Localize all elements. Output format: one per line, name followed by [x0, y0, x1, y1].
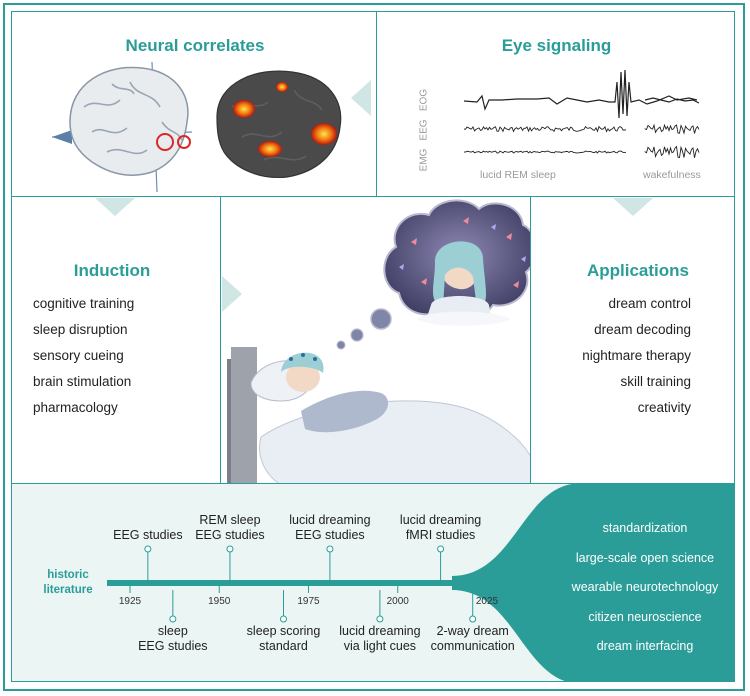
- sleeper-panel: [220, 196, 531, 484]
- emg-trace-wake: [644, 145, 700, 159]
- eeg-trace-rem: [463, 125, 627, 133]
- timeline-event-label: REM sleep EEG studies: [195, 513, 265, 542]
- event-marker: [437, 545, 445, 553]
- year-label: 1975: [297, 596, 320, 607]
- brain-illustrations: [51, 61, 342, 193]
- induction-title: Induction: [73, 261, 151, 280]
- induction-item: pharmacology: [33, 400, 118, 415]
- future-item: dream interfacing: [596, 639, 694, 653]
- sleeper-illustration: [227, 199, 530, 483]
- applications-item: dream decoding: [594, 322, 691, 337]
- year-label: 1925: [118, 596, 142, 607]
- year-label: 1950: [208, 596, 231, 607]
- future-wedge: [107, 484, 734, 681]
- future-item: citizen neuroscience: [588, 609, 702, 624]
- applications-list: dream control dream decoding nightmare t…: [582, 291, 691, 421]
- figure-frame: [3, 3, 745, 691]
- eye-signaling-panel: Eye signaling EOG EEG EMG lucid REM slee…: [376, 11, 735, 197]
- induction-panel: Induction cognitive training sleep disru…: [11, 196, 221, 484]
- induction-item: sensory cueing: [33, 348, 124, 363]
- arrow-left-icon: [351, 80, 371, 116]
- eeg-trace-wake: [644, 123, 700, 135]
- applications-item: creativity: [637, 400, 691, 415]
- future-item: wearable neurotechnology: [571, 580, 719, 594]
- timeline-event-label: sleep scoring standard: [246, 624, 321, 653]
- arrow-down-right-icon: [613, 198, 653, 216]
- event-marker: [469, 615, 477, 623]
- applications-panel: Applications dream control dream decodin…: [530, 196, 735, 484]
- event-marker: [169, 615, 177, 623]
- activation-brain-icon: [216, 70, 342, 179]
- timeline-event-label: lucid dreaming EEG studies: [289, 513, 371, 542]
- eye-signaling-title: Eye signaling: [501, 36, 612, 55]
- event-marker: [280, 615, 288, 623]
- induction-item: brain stimulation: [33, 374, 132, 389]
- future-item: standardization: [602, 521, 688, 535]
- timeline-event-label: lucid dreaming via light cues: [339, 624, 421, 653]
- year-label: 2025: [475, 596, 499, 607]
- arrow-down-left-icon: [95, 198, 135, 216]
- event-marker: [376, 615, 384, 623]
- arrow-right-icon: [222, 276, 242, 312]
- applications-item: dream control: [608, 296, 691, 311]
- year-label: 2000: [386, 596, 409, 607]
- historic-literature-label: historic literature: [43, 569, 93, 596]
- future-list: standardization large-scale open science…: [565, 514, 725, 662]
- sleeper-head-icon: [281, 352, 324, 392]
- event-marker: [144, 545, 152, 553]
- timeline-event-label: EEG studies: [113, 528, 183, 542]
- event-marker: [326, 545, 334, 553]
- neural-correlates-title: Neural correlates: [125, 36, 265, 55]
- applications-item: nightmare therapy: [582, 348, 691, 363]
- white-brain-icon: [51, 61, 193, 193]
- emg-trace-rem: [463, 150, 627, 154]
- future-item: large-scale open science: [575, 550, 715, 565]
- eog-trace-rem: [463, 69, 698, 119]
- dream-bubble-icon: [336, 199, 530, 350]
- timeline-event-label: 2-way dream communication: [430, 624, 515, 653]
- applications-item: skill training: [620, 374, 691, 389]
- eog-trace-wake: [644, 97, 700, 104]
- event-marker: [226, 545, 234, 553]
- timeline-panel: [11, 483, 735, 682]
- timeline-event-label: sleep EEG studies: [138, 624, 208, 653]
- bed-icon: [227, 347, 530, 483]
- caption-wakefulness: wakefulness: [643, 169, 701, 181]
- applications-title: Applications: [586, 261, 689, 280]
- induction-item: sleep disruption: [33, 322, 128, 337]
- eeg-traces: [463, 69, 700, 159]
- timeline-event-label: lucid dreaming fMRI studies: [399, 513, 482, 542]
- induction-list: cognitive training sleep disruption sens…: [33, 291, 134, 421]
- caption-lucid-rem: lucid REM sleep: [480, 169, 556, 181]
- induction-item: cognitive training: [33, 296, 135, 311]
